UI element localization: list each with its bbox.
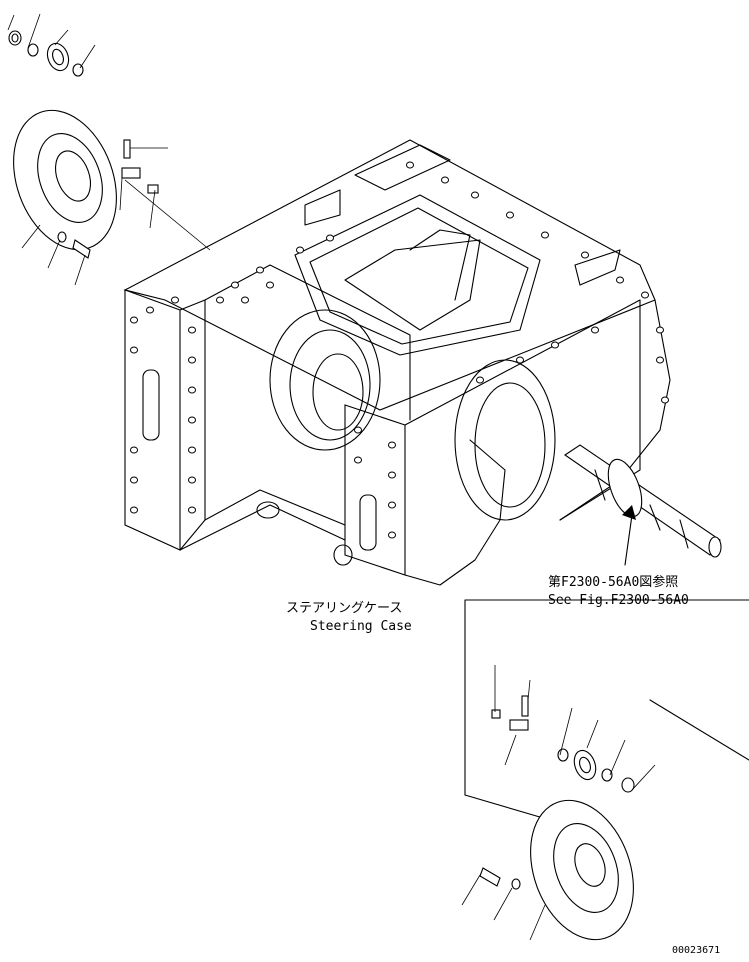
bolt-hole [188, 416, 196, 424]
bolt-hole [656, 326, 664, 334]
bolt-hole [551, 341, 559, 349]
bolt-hole [516, 356, 524, 364]
bolt-hole [441, 176, 449, 184]
bolt-hole [641, 291, 649, 299]
bolt-hole [541, 231, 549, 239]
bolt-hole [326, 234, 334, 242]
bolt-hole [354, 426, 362, 434]
bolt-hole [188, 326, 196, 334]
ref-label-jp: 第F2300-56A0図参照 [548, 574, 678, 590]
bolt-hole [130, 446, 138, 454]
bolt-hole [266, 281, 274, 289]
lower-flange-assembly [461, 599, 749, 941]
bolt-hole [146, 306, 154, 314]
upper-flange-assembly [7, 13, 211, 286]
bolt-hole [661, 396, 669, 404]
bolt-hole [591, 326, 599, 334]
housing-bolt-holes [130, 161, 669, 539]
bolt-hole [130, 346, 138, 354]
bolt-hole [256, 266, 264, 274]
bolt-hole [188, 506, 196, 514]
bolt-hole [188, 386, 196, 394]
bolt-hole [471, 191, 479, 199]
bolt-hole [216, 296, 224, 304]
bolt-hole [130, 316, 138, 324]
bolt-hole [388, 441, 396, 449]
bolt-hole [581, 251, 589, 259]
ref-label-en: See Fig.F2300-56A0 [548, 593, 689, 608]
bolt-hole [656, 356, 664, 364]
steering-case-housing [123, 139, 671, 586]
bolt-hole [171, 296, 179, 304]
bolt-hole [188, 446, 196, 454]
steering-case-label-jp: ステアリングケース [286, 601, 402, 616]
bolt-hole [388, 471, 396, 479]
bolt-hole [388, 531, 396, 539]
bolt-hole [406, 161, 414, 169]
output-shaft [564, 444, 722, 566]
bolt-hole [476, 376, 484, 384]
bolt-hole [188, 356, 196, 364]
bolt-hole [506, 211, 514, 219]
steering-case-label-en: Steering Case [310, 619, 412, 634]
figure-number: 00023671 [672, 945, 720, 956]
bolt-hole [188, 476, 196, 484]
bolt-hole [130, 476, 138, 484]
bolt-hole [296, 246, 304, 254]
bolt-hole [231, 281, 239, 289]
bolt-hole [388, 501, 396, 509]
bolt-hole [130, 506, 138, 514]
bolt-hole [241, 296, 249, 304]
bolt-hole [354, 456, 362, 464]
bolt-hole [616, 276, 624, 284]
